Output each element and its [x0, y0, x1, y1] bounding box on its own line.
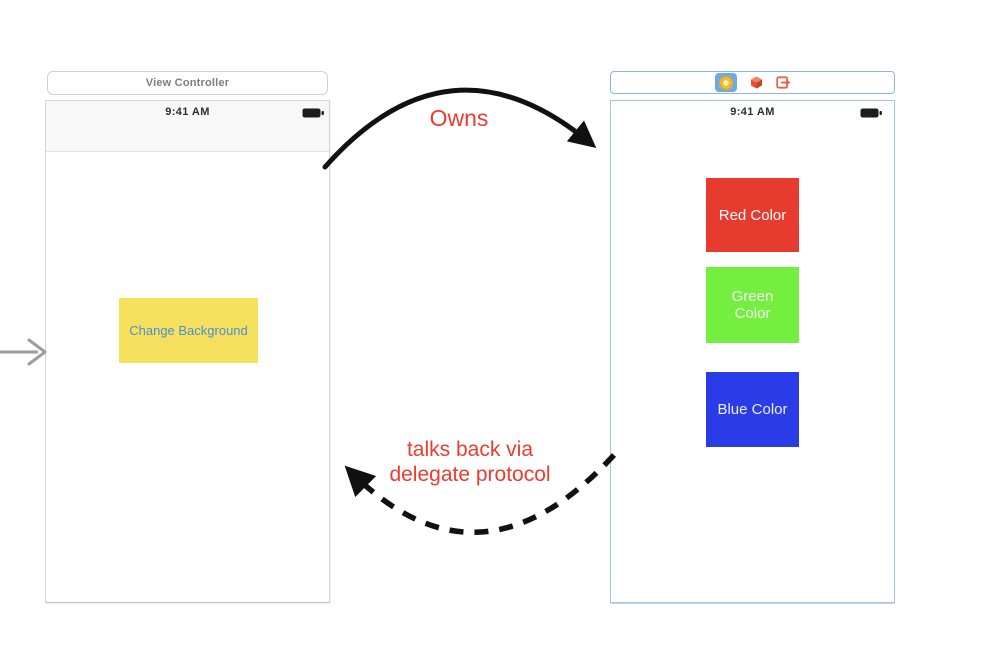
delegate-label-line2: delegate protocol	[389, 463, 551, 486]
first-responder-icon-glyph	[750, 76, 762, 89]
left-status-time: 9:41 AM	[165, 106, 210, 118]
left-scene-header[interactable]: View Controller	[47, 71, 328, 95]
entry-point-arrow	[0, 338, 47, 366]
exit-icon-glyph	[775, 76, 790, 89]
change-background-button[interactable]: Change Background	[119, 298, 258, 363]
right-scene-dock	[610, 71, 895, 94]
battery-icon	[302, 108, 324, 118]
battery-icon	[860, 108, 882, 118]
exit-icon[interactable]	[775, 75, 791, 90]
left-scene-title: View Controller	[145, 77, 230, 89]
owns-label: Owns	[429, 105, 489, 131]
delegate-protocol-label: talks back via delegate protocol	[360, 437, 580, 487]
right-view-controller-canvas[interactable]: 9:41 AM Red Color Green Color Blue Color	[610, 100, 895, 603]
view-controller-icon[interactable]	[714, 73, 737, 92]
view-controller-icon-glyph	[718, 75, 733, 90]
right-status-time: 9:41 AM	[730, 106, 775, 118]
left-status-band	[46, 101, 329, 152]
red-color-button[interactable]: Red Color	[706, 178, 799, 252]
first-responder-icon[interactable]	[749, 75, 764, 90]
blue-color-button[interactable]: Blue Color	[706, 372, 799, 447]
delegate-label-line1: talks back via	[406, 438, 534, 461]
left-view-controller-canvas[interactable]: 9:41 AM Change Background	[45, 100, 330, 603]
green-color-button[interactable]: Green Color	[706, 267, 799, 343]
